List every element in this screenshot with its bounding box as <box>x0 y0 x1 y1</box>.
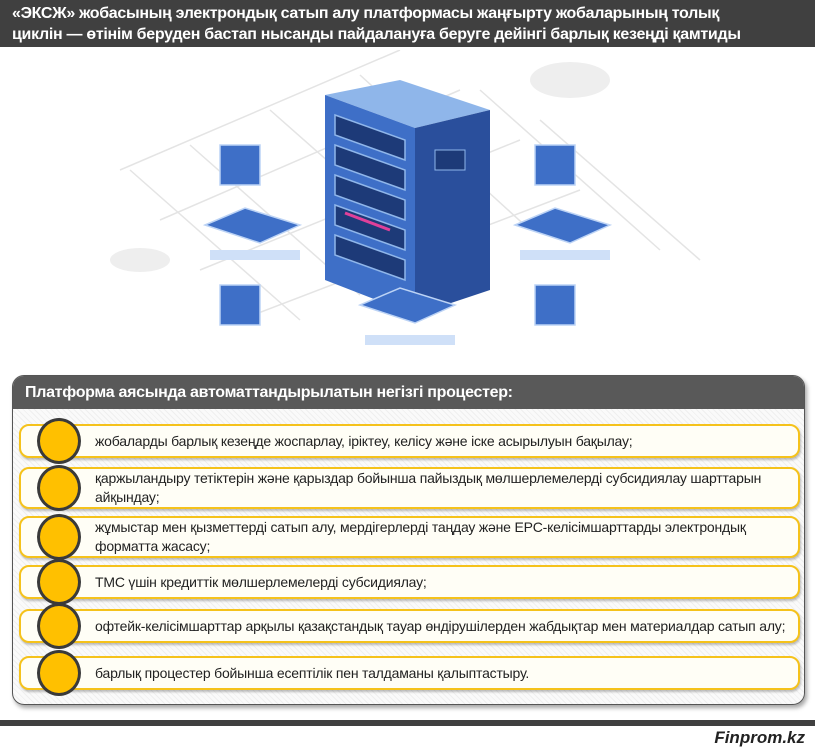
item-text: барлық процестер бойынша есептілік пен т… <box>95 664 530 681</box>
cloud-icon <box>110 62 610 272</box>
item-text: жұмыстар мен қызметтерді сатып алу, мерд… <box>95 519 746 554</box>
title-line-1: «ЭКСЖ» жобасының электрондық сатып алу п… <box>12 5 720 22</box>
item-text: офтейк-келісімшарттар арқылы қазақстанды… <box>95 617 786 634</box>
item-text: ТМС үшін кредиттік мөлшерлемелерді субси… <box>95 573 427 590</box>
item-text: қаржыландыру тетіктерін және қарыздар бо… <box>95 470 762 505</box>
list-item: жұмыстар мен қызметтерді сатып алу, мерд… <box>19 514 800 560</box>
bullet-circle-icon <box>37 514 81 560</box>
server-tower-icon <box>325 80 490 315</box>
bullet-circle-icon <box>37 603 81 649</box>
server-illustration <box>110 50 701 345</box>
list-item: барлық процестер бойынша есептілік пен т… <box>19 650 800 696</box>
list-item: қаржыландыру тетіктерін және қарыздар бо… <box>19 465 800 511</box>
bullet-circle-icon <box>37 418 81 464</box>
page-title: «ЭКСЖ» жобасының электрондық сатып алу п… <box>0 0 815 47</box>
finprom-logo: Finprom.kz <box>714 728 805 747</box>
footer-divider <box>0 720 815 726</box>
processes-panel: Платформа аясында автоматтандырылатын не… <box>12 375 805 705</box>
node-blocks <box>202 144 613 326</box>
title-line-2: циклін — өтінім беруден бастап нысанды п… <box>12 26 741 43</box>
panel-title: Платформа аясында автоматтандырылатын не… <box>13 376 804 409</box>
list-item: жобаларды барлық кезеңде жоспарлау, ірік… <box>19 418 800 464</box>
list-item: офтейк-келісімшарттар арқылы қазақстанды… <box>19 603 800 649</box>
bullet-circle-icon <box>37 650 81 696</box>
bullet-circle-icon <box>37 559 81 605</box>
list-item: ТМС үшін кредиттік мөлшерлемелерді субси… <box>19 559 800 605</box>
bullet-circle-icon <box>37 465 81 511</box>
item-text: жобаларды барлық кезеңде жоспарлау, ірік… <box>95 432 633 449</box>
